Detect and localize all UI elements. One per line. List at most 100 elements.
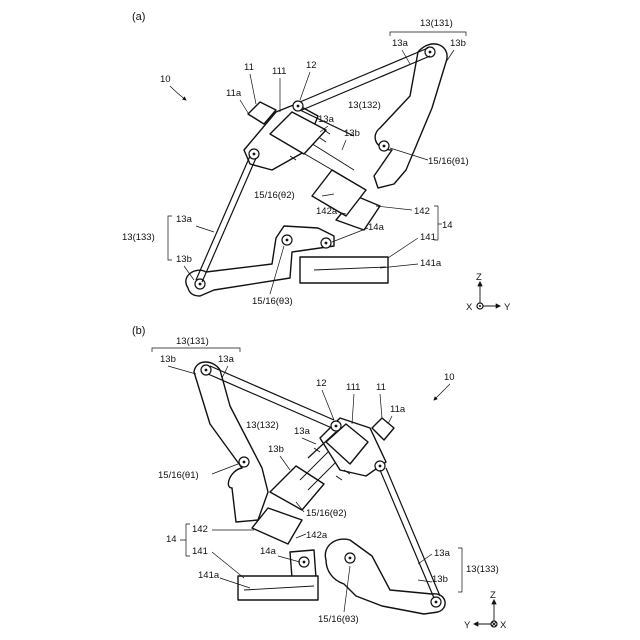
panel-b-label: (b) [132, 325, 145, 337]
b-label-133-group: 13(133) [466, 564, 499, 575]
b-leader-133-a [418, 554, 432, 564]
b-label-131-a: 13a [218, 354, 235, 365]
carriage-pin-left-dot [253, 153, 256, 156]
b-label-131-b: 13b [160, 354, 176, 365]
rail-141 [300, 257, 388, 283]
b-label-142: 142 [192, 524, 208, 535]
b-label-12: 12 [316, 378, 327, 389]
b-label-132-b: 13b [268, 444, 284, 455]
b-leader-142a [296, 534, 306, 538]
label-theta3: 15/16(θ3) [252, 296, 293, 307]
b-rod-133 [380, 468, 440, 598]
b-bracket-133 [458, 548, 462, 592]
b-carriage-pin-right-dot [379, 465, 382, 468]
bracket-131 [390, 32, 466, 36]
b-leader-131-b [168, 366, 196, 374]
b-label-133-b: 13b [432, 574, 448, 585]
label-11: 11 [244, 62, 254, 73]
panel-b: (b) 10 [132, 325, 507, 631]
mechanism-ref-arrow [170, 86, 186, 100]
b-bracket-131 [152, 348, 240, 352]
b-label-141a: 141a [198, 570, 220, 581]
label-132-a: 13a [318, 114, 335, 125]
label-131-b: 13b [450, 38, 466, 49]
b-leader-11a [388, 416, 392, 424]
theta1-joint-dot [383, 145, 386, 148]
b-label-141: 141 [192, 546, 208, 557]
b-leader-132-a [302, 438, 316, 444]
b-label-132-group: 13(132) [246, 420, 279, 431]
b-top-left-pin-dot [205, 369, 208, 372]
axis-b-x: X [500, 620, 507, 631]
label-132-group: 13(132) [348, 100, 381, 111]
leader-141 [388, 238, 418, 258]
label-133-b: 13b [176, 254, 192, 265]
theta3-joint-dot [286, 239, 289, 242]
b-bracket-14 [180, 524, 190, 556]
label-141: 141 [420, 232, 436, 243]
label-142: 142 [414, 206, 430, 217]
rod-133 [196, 156, 256, 282]
b-label-11: 11 [376, 382, 386, 393]
label-12: 12 [306, 60, 317, 71]
b-lower-right-pin-dot [435, 601, 438, 604]
b-label-14a: 14a [260, 546, 277, 557]
leader-14a [332, 228, 368, 242]
b-label-theta1: 15/16(θ1) [158, 470, 199, 481]
b-label-131-group: 13(131) [176, 336, 209, 347]
axis-a-z: Z [476, 272, 482, 283]
label-theta1: 15/16(θ1) [428, 156, 469, 167]
b-label-theta2: 15/16(θ2) [306, 508, 347, 519]
label-theta2: 15/16(θ2) [254, 190, 295, 201]
mechanism-ref-label: 10 [160, 74, 171, 85]
top-right-pin-dot [429, 51, 432, 54]
b-label-14: 14 [166, 534, 177, 545]
axis-indicator-a: Z X Y [466, 272, 511, 313]
b-link14a-joint-dot [303, 561, 306, 564]
bracket-133 [168, 216, 172, 260]
label-132-b: 13b [344, 128, 360, 139]
axis-b-y: Y [464, 620, 471, 631]
panel-a-label: (a) [132, 11, 145, 23]
b-label-11a: 11a [390, 404, 406, 415]
b-leader-111 [352, 394, 354, 424]
b-theta3-joint-dot [349, 557, 352, 560]
label-133-a: 13a [176, 214, 193, 225]
leader-12 [300, 72, 310, 100]
panel-a: (a) 10 [122, 11, 511, 313]
b-tool-block-11 [372, 418, 394, 440]
b-theta1-joint-dot [243, 461, 246, 464]
label-111: 111 [272, 66, 286, 77]
lower-left-pin-dot [199, 283, 202, 286]
axis-b-z: Z [490, 590, 496, 601]
label-14: 14 [442, 220, 453, 231]
leader-132-b [342, 140, 346, 150]
b-mechanism-ref-arrow [434, 384, 450, 400]
b-label-133-a: 13a [434, 548, 451, 559]
b-label-142a: 142a [306, 530, 328, 541]
b-leader-133-b [418, 580, 432, 582]
label-142a: 142a [316, 206, 338, 217]
label-133-group: 13(133) [122, 232, 155, 243]
leader-11 [250, 74, 256, 104]
label-131-group: 13(131) [420, 18, 453, 29]
b-leader-11 [380, 394, 382, 418]
axis-a-y: Y [504, 302, 511, 313]
leader-133-a [196, 226, 214, 232]
label-131-a: 13a [392, 38, 409, 49]
label-14a: 14a [368, 222, 385, 233]
label-141a: 141a [420, 258, 442, 269]
label-11a: 11a [226, 88, 242, 99]
leader-11a [240, 100, 250, 116]
axis-a-x: X [466, 302, 473, 313]
axis-indicator-b: Z Y X [464, 590, 507, 631]
link14a-joint-dot [325, 242, 328, 245]
leader-142 [376, 206, 412, 210]
b-leader-132-b [280, 456, 290, 470]
carriage-pin-top-dot [297, 105, 300, 108]
b-mechanism-ref-label: 10 [444, 372, 455, 383]
b-carriage-pin-top-dot [335, 425, 338, 428]
b-lower-link-body [325, 539, 445, 614]
b-label-111: 111 [346, 382, 360, 393]
